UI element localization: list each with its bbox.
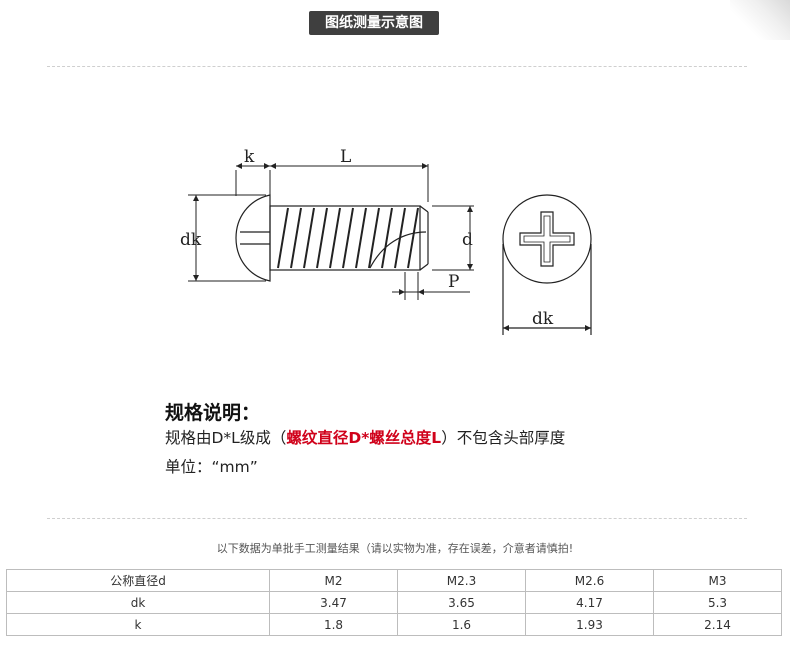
spec-description: 规格由D*L级成（螺纹直径D*螺丝总度L）不包含头部厚度 — [165, 426, 565, 448]
table-cell: 1.93 — [525, 613, 654, 636]
label-L: L — [340, 147, 351, 167]
table-cell: 1.6 — [397, 613, 526, 636]
page-title: 图纸测量示意图 — [309, 11, 439, 35]
table-row: dk 3.47 3.65 4.17 5.3 — [6, 591, 782, 614]
screw-diagram: k L dk d P dk — [180, 147, 592, 335]
thread-lines — [277, 207, 419, 269]
label-dk-head: dk — [532, 309, 554, 329]
corner-shade — [730, 0, 790, 40]
table-cell: 3.47 — [269, 591, 398, 614]
top-divider — [47, 66, 747, 67]
table-cell: k — [6, 613, 270, 636]
spec-suffix: ）不包含头部厚度 — [441, 429, 566, 447]
table-cell: M2.6 — [525, 569, 654, 592]
screw-head — [235, 194, 271, 282]
table-cell: 4.17 — [525, 591, 654, 614]
middle-divider — [47, 518, 747, 519]
label-d: d — [462, 230, 473, 250]
screw-shank — [269, 205, 421, 271]
table-cell: M2 — [269, 569, 398, 592]
table-row: 公称直径d M2 M2.3 M2.6 M3 — [6, 569, 782, 592]
spec-prefix: 规格由D*L级成（ — [165, 429, 287, 447]
table-row: k 1.8 1.6 1.93 2.14 — [6, 613, 782, 636]
unit-line: 单位：“mm” — [165, 458, 258, 476]
label-k: k — [244, 147, 255, 167]
table-cell: 1.8 — [269, 613, 398, 636]
table-cell: dk — [6, 591, 270, 614]
head-end-view — [502, 194, 592, 335]
table-cell: M3 — [653, 569, 782, 592]
table-cell: 5.3 — [653, 591, 782, 614]
table-cell: 公称直径d — [6, 569, 270, 592]
table-cell: 2.14 — [653, 613, 782, 636]
label-dk-side: dk — [180, 230, 202, 250]
spec-highlight: 螺纹直径D*螺丝总度L — [286, 429, 442, 447]
spec-heading: 规格说明： — [165, 402, 261, 424]
label-P: P — [448, 272, 459, 292]
spec-table: 公称直径d M2 M2.3 M2.6 M3 dk 3.47 3.65 4.17 … — [6, 569, 782, 636]
table-cell: 3.65 — [397, 591, 526, 614]
measurement-note: 以下数据为单批手工测量结果（请以实物为准，存在误差，介意者请慎拍! — [216, 542, 574, 555]
table-cell: M2.3 — [397, 569, 526, 592]
